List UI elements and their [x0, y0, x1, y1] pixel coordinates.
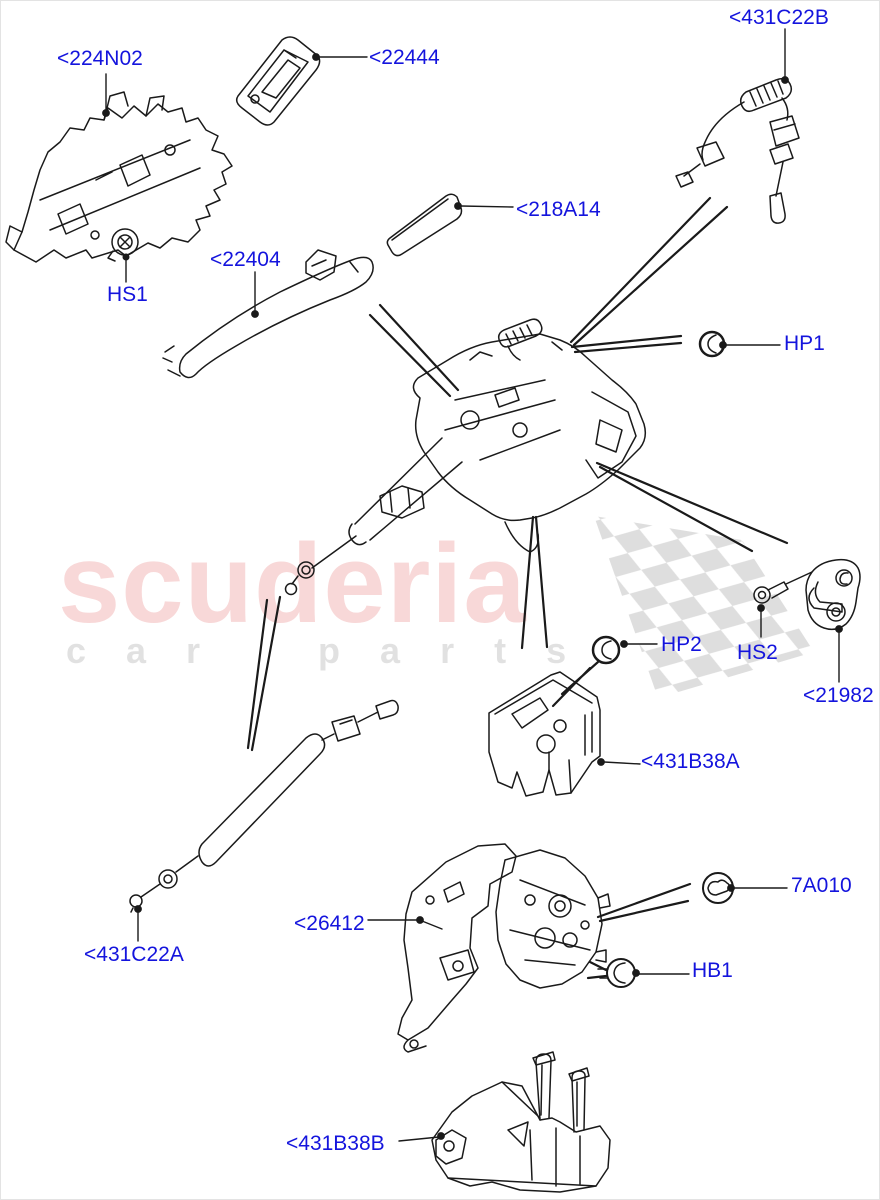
label-HP2[interactable]: HP2 — [661, 633, 702, 656]
part-outer-door-handle — [162, 249, 374, 379]
label-26412[interactable]: <26412 — [294, 912, 365, 935]
label-431C22A[interactable]: <431C22A — [84, 943, 184, 966]
leader-lines — [102, 28, 843, 1142]
watermark-tagline: car parts — [66, 630, 607, 671]
part-release-cable-lower — [129, 699, 399, 913]
checkered-flag-watermark — [594, 516, 814, 698]
part-latch-assembly — [284, 318, 647, 596]
part-door-latch — [397, 843, 611, 1053]
part-latch-shield-b — [431, 1051, 611, 1193]
part-latch-shield-a — [488, 671, 601, 797]
label-21982[interactable]: <21982 — [803, 684, 874, 707]
label-HB1[interactable]: HB1 — [692, 959, 733, 982]
label-7A010[interactable]: 7A010 — [791, 874, 852, 897]
label-218A14[interactable]: <218A14 — [516, 198, 601, 221]
grommet-hp2 — [591, 635, 621, 665]
label-HS2[interactable]: HS2 — [737, 641, 778, 664]
label-HS1[interactable]: HS1 — [107, 283, 148, 306]
label-224N02[interactable]: <224N02 — [57, 47, 143, 70]
part-inner-handle-frame — [5, 91, 233, 263]
label-HP1[interactable]: HP1 — [784, 332, 825, 355]
label-22444[interactable]: <22444 — [369, 46, 440, 69]
label-431B38A[interactable]: <431B38A — [641, 750, 740, 773]
part-handle-end-cap — [386, 193, 463, 257]
label-431B38B[interactable]: <431B38B — [286, 1132, 385, 1155]
label-431C22B[interactable]: <431C22B — [729, 6, 829, 29]
part-lock-cable-upper — [675, 77, 800, 224]
part-door-striker — [805, 558, 861, 631]
fastener-hs2-screw — [753, 571, 813, 604]
plug-hb1 — [597, 958, 636, 988]
label-22404[interactable]: <22404 — [210, 248, 281, 271]
part-handle-bezel — [235, 36, 321, 126]
pointer-lines — [246, 196, 789, 980]
